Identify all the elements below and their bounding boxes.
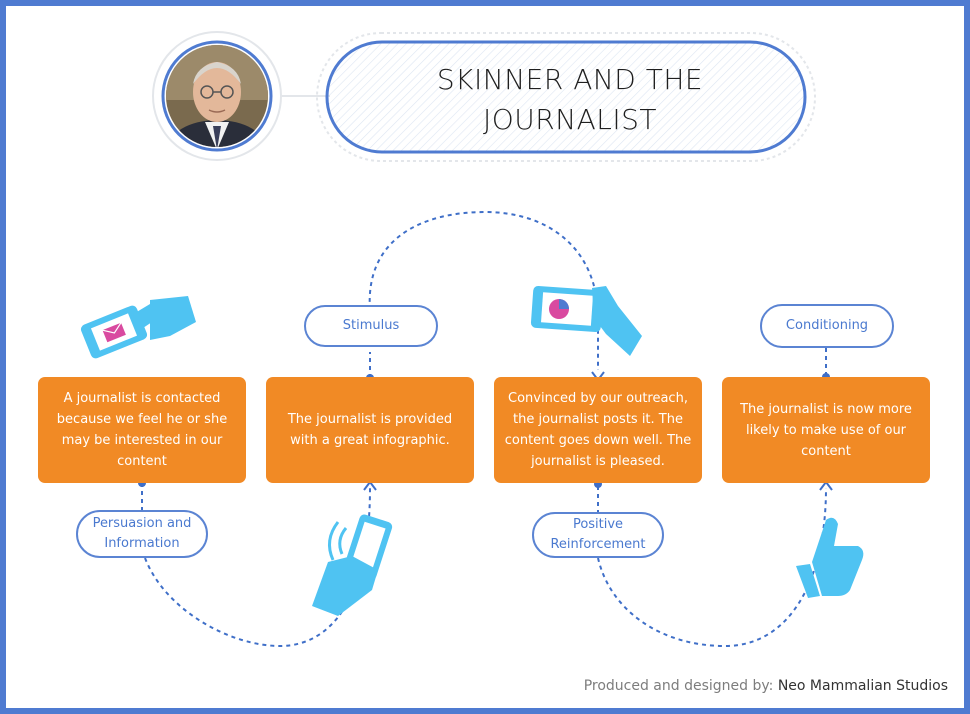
hand-holding-ringing-phone-icon <box>312 514 393 616</box>
title-line-1: SKINNER AND THE <box>436 63 704 96</box>
arrow-up-box4 <box>819 480 833 491</box>
step-box-1: A journalist is contacted because we fee… <box>38 377 246 483</box>
title-pill <box>316 32 816 162</box>
arc-top <box>368 210 599 370</box>
step-box-4: The journalist is now more likely to mak… <box>722 377 930 483</box>
title-line-2: JOURNALIST <box>482 103 658 136</box>
hand-holding-phone-piechart-icon <box>530 285 642 356</box>
label-conditioning: Conditioning <box>760 304 894 348</box>
label-stimulus: Stimulus <box>304 305 438 347</box>
step-box-3: Convinced by our outreach, the journalis… <box>494 377 702 483</box>
label-reinforcement: Positive Reinforcement <box>532 512 664 558</box>
thumbs-up-icon <box>796 517 864 598</box>
credit-line: Produced and designed by: Neo Mammalian … <box>584 678 948 694</box>
label-persuasion: Persuasion and Information <box>76 510 208 558</box>
credit-prefix: Produced and designed by: <box>583 678 774 694</box>
step-box-2: The journalist is provided with a great … <box>266 377 474 483</box>
page-title: SKINNER AND THE JOURNALIST <box>330 60 810 140</box>
hand-holding-phone-envelope-icon <box>80 296 196 359</box>
credit-studio: Neo Mammalian Studios <box>777 678 948 694</box>
portrait <box>152 31 282 161</box>
